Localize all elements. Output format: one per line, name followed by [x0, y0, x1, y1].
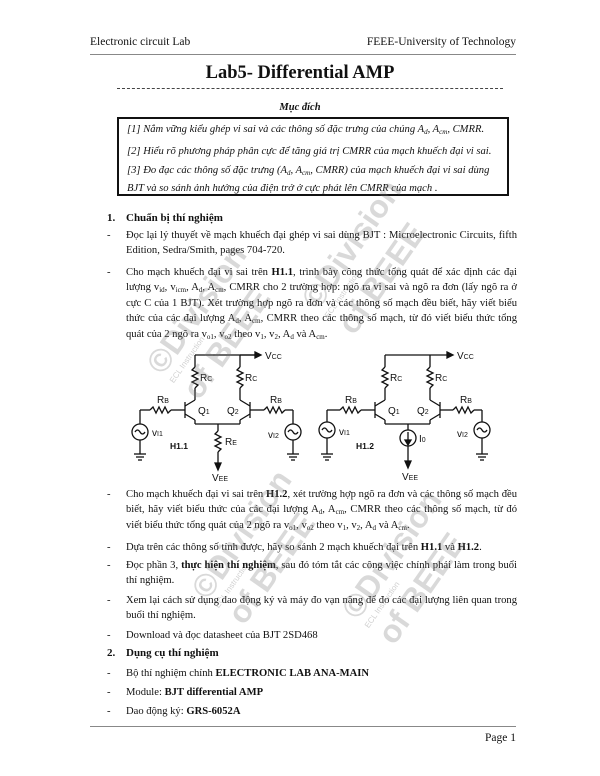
page-number: Page 1 [485, 732, 516, 744]
document-title: Lab5- Differential AMP [205, 63, 395, 83]
list-item: - Dao động ký: GRS-6052A [107, 706, 241, 717]
list-item: - Đọc phần 3, thực hiện thí nghiệm, sau … [107, 560, 517, 586]
purpose-item-1: [1] Nắm vững kiểu ghép vi sai và các thô… [127, 124, 485, 136]
svg-text:vI1: vI1 [339, 427, 350, 438]
page-footer: Page 1 [90, 726, 516, 744]
svg-text:Q1: Q1 [198, 406, 210, 417]
svg-text:vI1: vI1 [152, 428, 163, 439]
svg-text:RB: RB [270, 395, 282, 406]
svg-text:VEE: VEE [402, 472, 418, 482]
section-2-heading: 2.Dụng cụ thí nghiệm [107, 647, 219, 659]
list-item: - Bộ thí nghiệm chính ELECTRONIC LAB ANA… [107, 668, 370, 679]
svg-text:Q2: Q2 [227, 406, 239, 417]
svg-text:I0: I0 [419, 434, 426, 445]
purpose-item-3: [3] Đo đạc các thông số đặc trưng (Ad, A… [127, 165, 490, 194]
list-item: - Module: BJT differential AMP [107, 687, 264, 698]
list-item: - Download và đọc datasheet của BJT 2SD4… [107, 630, 318, 641]
list-item: - Cho mạch khuếch đại vi sai trên H1.2, … [107, 489, 518, 533]
dashed-divider [117, 88, 503, 89]
circuit-diagram-h1-1: VCC RC RC RB RB Q1 Q2 vI1 vI2 RE H1.1 VE… [131, 350, 302, 482]
list-item: - Dựa trên các thông số tính được, hãy s… [107, 542, 482, 553]
circuit-diagram-h1-2: VCC RC RC RB RB Q1 Q2 vI1 vI2 I0 H1.2 VE… [318, 350, 491, 482]
svg-text:vI2: vI2 [268, 430, 279, 441]
header-institution: FEEE-University of Technology [366, 36, 516, 48]
svg-text:H1.1: H1.1 [170, 441, 188, 451]
svg-text:RC: RC [390, 373, 402, 384]
list-item: - Cho mạch khuếch đại vi sai trên H1.1, … [107, 267, 518, 342]
svg-text:RC: RC [245, 373, 257, 384]
svg-text:RE: RE [225, 437, 237, 448]
header-course: Electronic circuit Lab [90, 36, 191, 48]
purpose-box: [1] Nắm vững kiểu ghép vi sai và các thô… [117, 117, 509, 196]
list-item: - Xem lại cách sử dụng dao động ký và má… [107, 595, 517, 621]
svg-text:Q2: Q2 [417, 406, 429, 417]
svg-text:vI2: vI2 [457, 429, 468, 440]
svg-text:H1.2: H1.2 [356, 441, 374, 451]
purpose-heading: Mục đích [279, 102, 321, 113]
svg-text:RB: RB [460, 395, 472, 406]
svg-text:VCC: VCC [457, 351, 474, 362]
page-header: Electronic circuit Lab FEEE-University o… [90, 34, 516, 55]
purpose-item-2: [2] Hiểu rõ phương pháp phân cực để tăng… [127, 146, 492, 157]
svg-text:RB: RB [345, 395, 357, 406]
svg-text:VEE: VEE [212, 473, 228, 482]
svg-text:VCC: VCC [265, 351, 282, 362]
section-1-heading: 1.Chuẩn bị thí nghiệm [107, 212, 223, 224]
svg-text:RC: RC [200, 373, 212, 384]
svg-text:RB: RB [157, 395, 169, 406]
svg-text:RC: RC [435, 373, 447, 384]
list-item: - Đọc lại lý thuyết về mạch khuếch đại g… [107, 230, 517, 256]
svg-text:Q1: Q1 [388, 406, 400, 417]
